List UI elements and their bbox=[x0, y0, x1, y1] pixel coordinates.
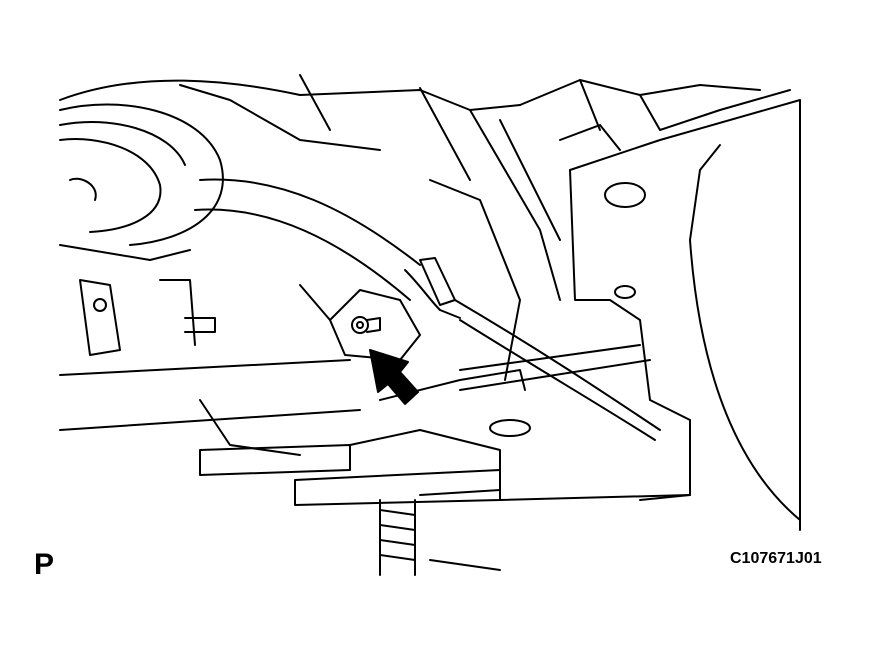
bolt-bracket bbox=[299, 284, 421, 361]
lower-crossmember bbox=[59, 344, 651, 456]
figure-code: C107671J01 bbox=[730, 550, 822, 567]
floor-lines bbox=[429, 494, 691, 571]
view-letter: P bbox=[34, 548, 55, 581]
jack-support bbox=[199, 419, 531, 576]
right-bracket-plate bbox=[569, 99, 801, 531]
body-frame-outline bbox=[59, 74, 791, 301]
brake-cable bbox=[194, 178, 661, 441]
arrow-indicator-icon bbox=[369, 349, 419, 405]
cable-clamp bbox=[404, 179, 521, 381]
left-drum-assembly bbox=[59, 103, 224, 356]
